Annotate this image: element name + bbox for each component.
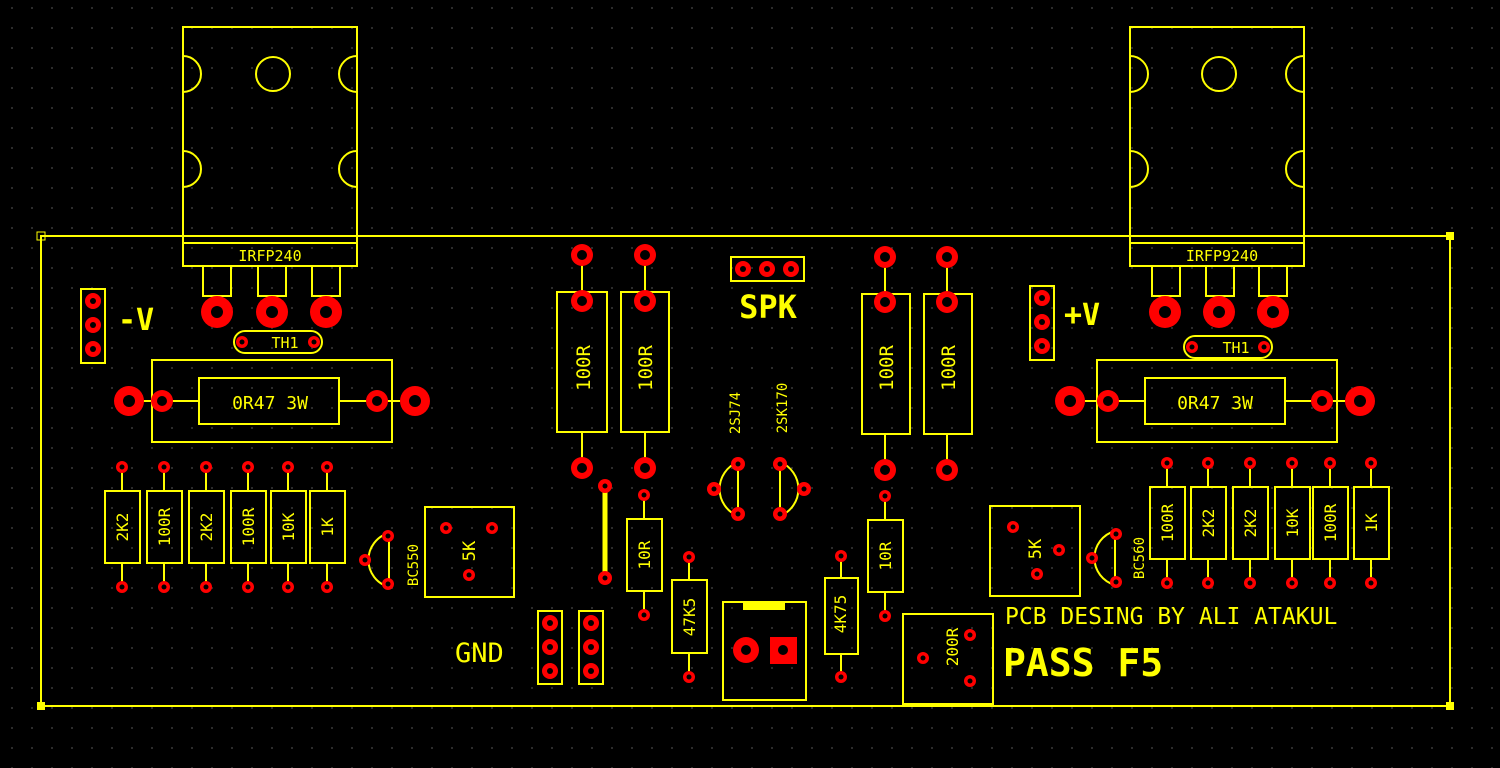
resistor-4k75-label: 4K75 — [831, 595, 850, 634]
center-resistor-3-label: 100R — [876, 345, 898, 391]
resistor-10r-left: 10R — [626, 489, 663, 621]
jfet-2sk170-label: 2SK170 — [775, 383, 791, 434]
right-resistor-1-label: 100R — [1158, 503, 1177, 542]
jfet-2sj74-label: 2SJ74 — [728, 392, 744, 434]
right-resistor-5: 100R — [1312, 457, 1349, 589]
left-resistor-4-label: 100R — [239, 507, 258, 546]
connector-gnd-label: GND — [455, 638, 504, 669]
resistor-4k75: 4K75 — [824, 550, 859, 683]
right-resistor-4-label: 10K — [1283, 508, 1302, 537]
center-resistor-2: 100R — [620, 244, 670, 479]
mosfet-left-label: IRFP240 — [238, 247, 301, 265]
left-resistor-5: 10K — [270, 461, 307, 593]
mosfet-right-label: IRFP9240 — [1186, 247, 1258, 265]
power-resistor-right: 0R47 3W — [1055, 359, 1375, 443]
jfet-2sj74: 2SJ74 — [707, 392, 745, 521]
trimmer-left: 5K — [424, 506, 515, 598]
power-resistor-right-label: 0R47 3W — [1177, 393, 1253, 414]
power-resistor-left: 0R47 3W — [114, 359, 430, 443]
left-resistor-5-label: 10K — [279, 512, 298, 541]
connector-pos-v: +V — [1029, 285, 1100, 361]
left-resistor-2: 100R — [146, 461, 183, 593]
center-resistor-4: 100R — [923, 246, 973, 481]
trimmer-left-label: 5K — [460, 540, 480, 561]
left-resistor-4: 100R — [230, 461, 267, 593]
thermistor-right-label: TH1 — [1222, 339, 1249, 357]
jumper-wire — [598, 479, 612, 585]
thermistor-left: TH1 — [233, 330, 323, 354]
right-resistor-1: 100R — [1149, 457, 1186, 589]
connector-neg-v-label: -V — [118, 303, 154, 338]
left-resistor-6: 1K — [309, 461, 346, 593]
left-resistor-2-label: 100R — [155, 507, 174, 546]
left-resistor-bank: 2K2 100R 2K2 100R 10K — [104, 461, 346, 593]
right-resistor-4: 10K — [1274, 457, 1311, 589]
resistor-47k5: 47K5 — [671, 551, 708, 683]
right-resistor-6-label: 1K — [1362, 513, 1381, 533]
left-resistor-1: 2K2 — [104, 461, 141, 593]
left-resistor-3: 2K2 — [188, 461, 225, 593]
right-resistor-5-label: 100R — [1321, 503, 1340, 542]
bjt-bc550: BC550 — [359, 530, 422, 590]
center-resistor-4-label: 100R — [938, 345, 960, 391]
left-resistor-3-label: 2K2 — [197, 513, 216, 542]
right-resistor-6: 1K — [1353, 457, 1390, 589]
designer-credit: PCB DESING BY ALI ATAKUL — [1005, 604, 1337, 630]
board-outline — [36, 231, 1454, 710]
right-resistor-3: 2K2 — [1232, 457, 1269, 589]
center-resistor-1: 100R — [556, 244, 608, 479]
right-resistor-2: 2K2 — [1190, 457, 1227, 589]
right-resistor-2-label: 2K2 — [1199, 509, 1218, 538]
mosfet-right: IRFP9240 — [1129, 26, 1305, 328]
jfet-2sk170: 2SK170 — [773, 383, 811, 521]
thermistor-left-label: TH1 — [271, 334, 298, 352]
resistor-10r-right-label: 10R — [876, 541, 895, 570]
center-resistor-2-label: 100R — [635, 345, 657, 391]
resistor-47k5-label: 47K5 — [680, 598, 699, 637]
connector-gnd: GND — [455, 610, 604, 685]
bjt-bc550-label: BC550 — [406, 544, 422, 586]
center-resistor-1-label: 100R — [573, 345, 595, 391]
bjt-bc560: BC560 — [1086, 528, 1148, 588]
resistor-10r-left-label: 10R — [635, 540, 654, 569]
left-resistor-1-label: 2K2 — [113, 513, 132, 542]
connector-spk-label: SPK — [739, 288, 798, 326]
bjt-bc560-label: BC560 — [1132, 537, 1148, 579]
connector-neg-v: -V — [80, 288, 154, 364]
resistor-10r-right: 10R — [867, 490, 904, 622]
center-resistor-3: 100R — [861, 246, 911, 481]
connector-pos-v-label: +V — [1064, 298, 1100, 333]
thermistor-right: TH1 — [1183, 335, 1273, 359]
left-resistor-6-label: 1K — [318, 517, 337, 537]
input-connector — [722, 601, 807, 701]
mosfet-left: IRFP240 — [182, 26, 358, 328]
trimmer-bottom: 200R — [902, 613, 994, 705]
power-resistor-left-label: 0R47 3W — [232, 393, 308, 414]
project-title: PASS F5 — [1003, 641, 1163, 685]
trimmer-bottom-label: 200R — [943, 627, 962, 666]
trimmer-right: 5K — [989, 505, 1081, 597]
trimmer-right-label: 5K — [1026, 538, 1046, 559]
right-resistor-3-label: 2K2 — [1241, 509, 1260, 538]
connector-spk: SPK — [730, 256, 805, 326]
right-resistor-bank: 100R 2K2 2K2 10K 100R — [1149, 457, 1390, 589]
